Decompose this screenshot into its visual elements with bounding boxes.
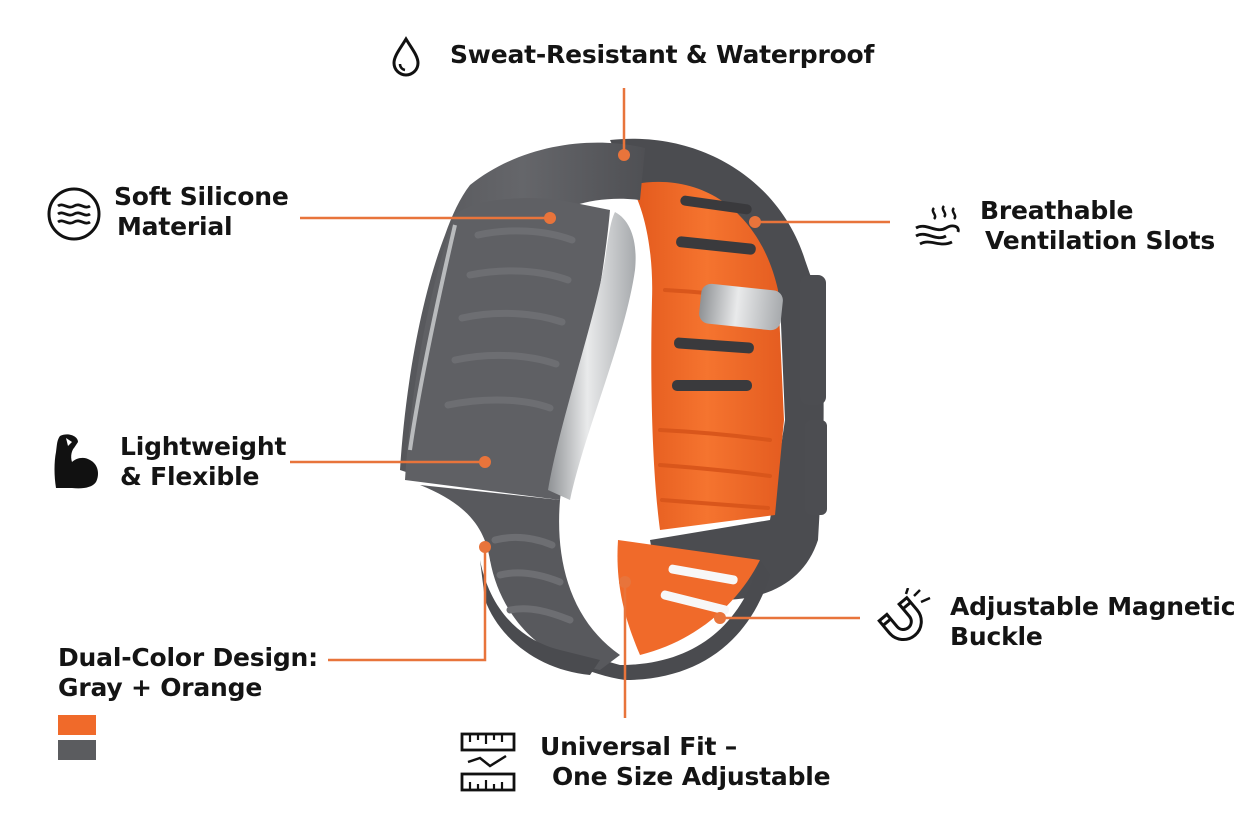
airflow-icon bbox=[915, 205, 960, 246]
waves-icon bbox=[47, 187, 101, 241]
flexed-arm-icon bbox=[54, 434, 98, 489]
metal-clasp bbox=[699, 283, 783, 331]
ventilation-slots bbox=[660, 195, 756, 615]
band-outer-right bbox=[610, 138, 824, 601]
leader-dots bbox=[479, 149, 761, 624]
label-magnetic-buckle: Adjustable Magnetic Buckle bbox=[950, 592, 1236, 651]
label-lightweight: Lightweight & Flexible bbox=[120, 432, 287, 491]
ruler-icon bbox=[460, 732, 516, 792]
band-side-tab-top bbox=[800, 275, 826, 405]
label-dual-color: Dual-Color Design: Gray + Orange bbox=[58, 643, 318, 702]
magnet-icon bbox=[877, 588, 931, 641]
leader-lines bbox=[290, 88, 890, 718]
swatch-gray bbox=[58, 740, 96, 760]
label-universal-fit: Universal Fit – One Size Adjustable bbox=[540, 732, 831, 791]
band-front-bottom bbox=[420, 485, 620, 670]
swatch-orange bbox=[58, 715, 96, 735]
face-edge-highlight bbox=[408, 224, 457, 451]
label-soft-silicone: Soft Silicone Material bbox=[114, 182, 289, 241]
band-front-lower-edge bbox=[480, 560, 600, 675]
band-side-tab-bottom bbox=[805, 420, 827, 515]
metal-rail bbox=[548, 212, 636, 500]
gray-ribs bbox=[444, 227, 576, 624]
label-waterproof: Sweat-Resistant & Waterproof bbox=[450, 40, 875, 69]
water-drop-icon bbox=[392, 36, 420, 77]
band-inner-orange bbox=[630, 181, 784, 530]
label-breathable: Breathable Ventilation Slots bbox=[980, 196, 1216, 255]
